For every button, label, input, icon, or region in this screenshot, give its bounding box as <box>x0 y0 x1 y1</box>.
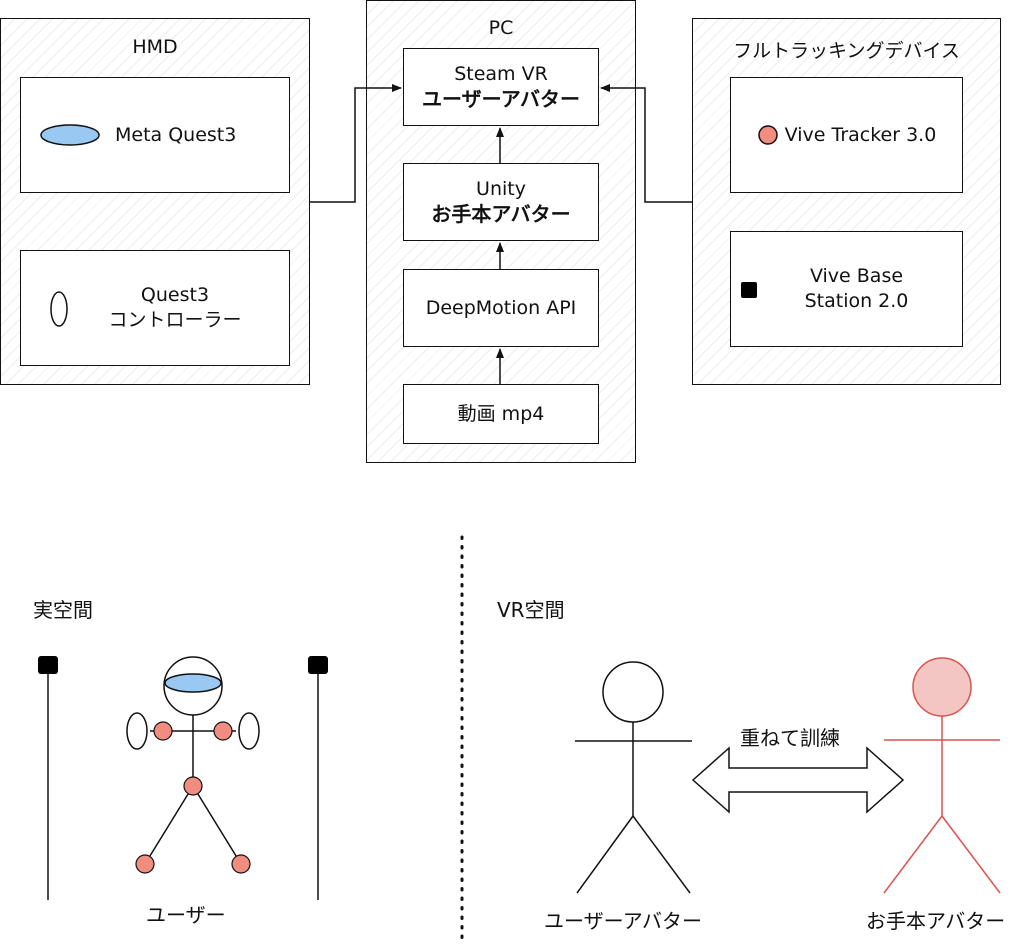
unity-label-line1: Unity <box>476 177 526 200</box>
quest3-controller-box: Quest3 コントローラー <box>20 250 290 366</box>
model-avatar-label: お手本アバター <box>866 909 1006 933</box>
controller-label-line2: コントローラー <box>108 309 242 331</box>
controller-label-line1: Quest3 <box>140 284 210 307</box>
real-space-title: 実空間 <box>33 598 93 622</box>
vr-space-title: VR空間 <box>497 598 565 622</box>
model-avatar-figure <box>883 657 1001 894</box>
controller-icon <box>50 291 68 327</box>
unity-label-line2: お手本アバター <box>431 202 571 227</box>
base-station-right <box>308 656 328 900</box>
hmd-title: HMD <box>132 36 178 58</box>
deepmotion-box: DeepMotion API <box>403 269 599 347</box>
user-avatar-figure <box>575 661 692 894</box>
base-station-left <box>38 656 58 900</box>
unity-box: Unity お手本アバター <box>403 163 599 241</box>
user-figure <box>126 656 260 874</box>
headset-lens-icon <box>40 124 100 146</box>
video-box: 動画 mp4 <box>403 384 599 444</box>
vive-tracker-label: Vive Tracker 3.0 <box>784 123 937 146</box>
tracking-title: フルトラッキングデバイス <box>733 40 960 62</box>
tracker-dot-icon <box>757 125 778 145</box>
meta-quest3-label: Meta Quest3 <box>115 123 237 146</box>
base-station-icon <box>741 282 757 298</box>
overlay-training-label: 重ねて訓練 <box>740 726 840 750</box>
vive-base-station-box: Vive Base Station 2.0 <box>730 231 963 347</box>
user-label: ユーザー <box>146 903 226 927</box>
steamvr-label-line2: ユーザーアバター <box>422 87 580 112</box>
vive-tracker-box: Vive Tracker 3.0 <box>730 77 963 193</box>
steamvr-label-line1: Steam VR <box>454 62 548 85</box>
pc-title: PC <box>488 17 514 39</box>
video-label: 動画 mp4 <box>457 402 545 425</box>
deepmotion-label: DeepMotion API <box>425 296 577 319</box>
user-avatar-label: ユーザーアバター <box>544 909 702 933</box>
base-station-label-line1: Vive Base <box>809 265 904 288</box>
base-station-label-line2: Station 2.0 <box>804 290 909 312</box>
double-arrow <box>691 746 905 814</box>
meta-quest3-box: Meta Quest3 <box>20 77 290 193</box>
steamvr-box: Steam VR ユーザーアバター <box>403 48 599 126</box>
